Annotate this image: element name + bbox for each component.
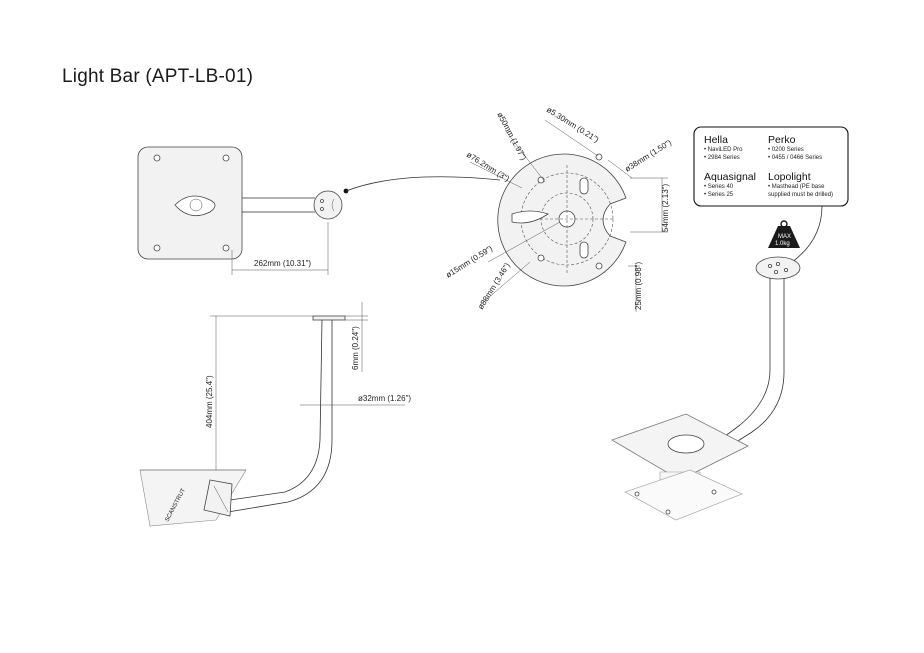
- arm-length-label: 262mm (10.31"): [254, 259, 311, 268]
- perko-item: • 0455 / 0466 Series: [768, 155, 822, 161]
- leader: [479, 261, 531, 306]
- weight-line2: 1.0kg: [775, 241, 790, 247]
- iso-deck-hole: [711, 489, 717, 495]
- aquasignal-item: • Series 40: [704, 184, 734, 190]
- leader: [469, 161, 523, 189]
- iso-pole-edge: [719, 278, 771, 441]
- leader: [544, 119, 599, 157]
- mount-hole: [595, 262, 603, 270]
- d38-label: ø38mm (1.50"): [623, 138, 673, 174]
- detail-leader: [345, 176, 501, 192]
- plate-hole: [222, 244, 230, 252]
- mount-hole: [595, 153, 603, 161]
- iso-mount-disc: [755, 256, 801, 280]
- plate-hole: [222, 154, 230, 162]
- side-view: SCANSTRUT 404mm (25.4") 6mm (0.24") ø32m…: [139, 302, 411, 527]
- iso-deck-plate: [624, 469, 743, 521]
- base-bracket-side: [203, 479, 233, 517]
- leader: [487, 221, 561, 263]
- lower-slot: [579, 241, 589, 259]
- hella-item: • NaviLED Pro: [704, 147, 743, 153]
- weight-ring-icon: [780, 220, 788, 228]
- mount-detail-view: ø50mm (1.97") ø5.30mm (0.21") ø76.2mm (3…: [444, 105, 673, 312]
- keyhole-slot: [511, 210, 549, 224]
- mount-hole: [537, 254, 545, 262]
- weight-icon: [768, 226, 800, 248]
- leader: [607, 159, 633, 179]
- iso-mount-hole: [784, 267, 789, 272]
- iso-mount-hole: [768, 263, 773, 268]
- base-socket: [174, 195, 216, 217]
- h54-label: 54mm (2.13"): [661, 183, 670, 232]
- aquasignal-heading: Aquasignal: [704, 171, 756, 183]
- pole-outer-edge: [229, 319, 323, 501]
- mount-hole: [320, 199, 324, 203]
- d15-label: ø15mm (0.59"): [444, 244, 494, 280]
- perko-item: • 0200 Series: [768, 147, 804, 153]
- aquasignal-item: • Series 25: [704, 192, 734, 198]
- plate-hole: [153, 244, 161, 252]
- drawing-title: Light Bar (APT-LB-01): [62, 66, 254, 87]
- mount-slot: [331, 198, 335, 212]
- iso-deck-hole: [634, 491, 640, 497]
- compat-leader: [791, 205, 823, 263]
- hella-item: • 2984 Series: [704, 155, 740, 161]
- iso-pole-edge: [729, 278, 785, 447]
- compat-box-frame: [693, 126, 849, 207]
- upper-slot: [579, 177, 589, 195]
- iso-mount-hole: [774, 269, 779, 274]
- tube-diameter-label: ø32mm (1.26"): [358, 394, 411, 403]
- plate-hole: [153, 154, 161, 162]
- d50-label: ø50mm (1.97"): [495, 111, 528, 162]
- lopolight-item: • Masthead (PE base: [768, 184, 825, 190]
- iso-mount-hole: [776, 261, 781, 266]
- top-view: 262mm (10.31"): [137, 146, 501, 275]
- mount-hole: [537, 176, 545, 184]
- hella-heading: Hella: [704, 134, 728, 146]
- compatibility-box: Hella • NaviLED Pro • 2984 Series Perko …: [693, 126, 849, 266]
- isometric-view: MAX 1.0kg: [611, 220, 801, 521]
- light-mount-top-view: [313, 190, 343, 220]
- d88-label: ø88mm (3.46"): [476, 261, 512, 311]
- height-label: 404mm (25.4"): [205, 375, 214, 428]
- top-plate-side: [312, 315, 346, 321]
- pole-inner-edge: [227, 320, 333, 513]
- lopolight-heading: Lopolight: [768, 171, 811, 183]
- perko-heading: Perko: [768, 134, 796, 146]
- bracket-detail: [213, 485, 229, 513]
- h25-label: 25mm (0.98"): [634, 261, 643, 310]
- thickness-label: 6mm (0.24"): [351, 326, 360, 370]
- iso-deck-hole: [665, 509, 671, 515]
- iso-plate-socket: [667, 434, 705, 454]
- base-bolt: [189, 198, 203, 212]
- leader: [504, 129, 546, 183]
- lopolight-item: supplied must be drilled): [768, 192, 833, 198]
- weight-line1: MAX: [778, 234, 791, 240]
- mount-hole: [320, 207, 324, 211]
